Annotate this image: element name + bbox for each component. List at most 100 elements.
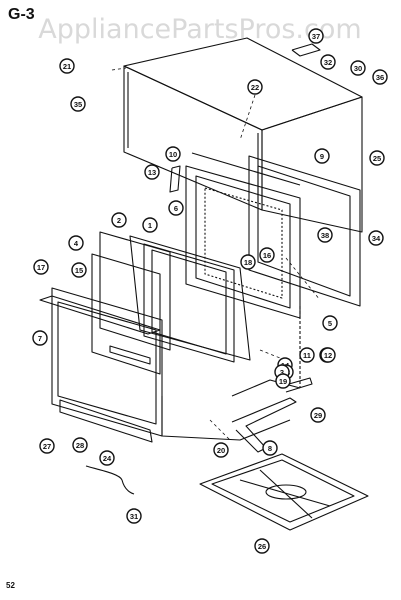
- callout-circle: [142, 217, 158, 233]
- callouts-layer: 2135223230363710913256214151718163834523…: [32, 28, 388, 554]
- callout-10: 10: [165, 146, 181, 162]
- callout-13: 13: [144, 164, 160, 180]
- callout-1: 1: [142, 217, 158, 233]
- callout-number: 31: [130, 512, 138, 521]
- door-panels-drawing: [91, 231, 251, 375]
- callout-21: 21: [59, 58, 75, 74]
- callout-circle: [317, 227, 333, 243]
- callout-number: 6: [174, 204, 178, 213]
- callout-30: 30: [350, 60, 366, 76]
- callout-number: 10: [169, 150, 177, 159]
- callout-circle: [350, 60, 366, 76]
- wire-harness-drawing: [85, 465, 135, 495]
- callout-31: 31: [126, 508, 142, 524]
- callout-circle: [308, 28, 324, 44]
- callout-number: 22: [251, 83, 259, 92]
- callout-number: 18: [244, 258, 252, 267]
- lower-cabinet-drawing: [59, 306, 301, 443]
- callout-number: 11: [303, 351, 311, 360]
- callout-circle: [70, 96, 86, 112]
- callout-circle: [259, 247, 275, 263]
- callout-number: 3: [280, 368, 284, 377]
- callout-number: 37: [312, 32, 320, 41]
- callout-circle: [68, 235, 84, 251]
- callout-circle: [32, 330, 48, 346]
- callout-circle: [372, 69, 388, 85]
- callout-circle: [39, 438, 55, 454]
- cabinet-wrapper-drawing: [123, 37, 363, 233]
- callout-8: 8: [262, 440, 278, 456]
- callout-circle: [168, 200, 184, 216]
- callout-number: 9: [320, 152, 324, 161]
- callout-5: 5: [322, 315, 338, 331]
- inner-glass-frame-drawing: [169, 152, 301, 319]
- callout-circle: [71, 262, 87, 278]
- callout-circle: [314, 148, 330, 164]
- callout-circle: [254, 538, 270, 554]
- callout-number: 28: [76, 441, 84, 450]
- dashed-leaders: [111, 67, 321, 441]
- callout-number: 38: [321, 231, 329, 240]
- callout-circle: [240, 254, 256, 270]
- callout-circle: [368, 230, 384, 246]
- callout-2: 2: [111, 212, 127, 228]
- callout-4: 4: [68, 235, 84, 251]
- callout-number: 34: [372, 234, 381, 243]
- callout-20: 20: [213, 442, 229, 458]
- callout-29: 29: [310, 407, 326, 423]
- callout-35: 35: [70, 96, 86, 112]
- callout-number: 30: [354, 64, 362, 73]
- callout-number: 1: [148, 221, 152, 230]
- callout-27: 27: [39, 438, 55, 454]
- callout-circle: [144, 164, 160, 180]
- watermark-text: AppliancePartsPros.com: [38, 14, 361, 45]
- callout-number: 5: [328, 319, 332, 328]
- callout-24: 24: [99, 450, 115, 466]
- callout-circle: [369, 150, 385, 166]
- callout-circle: [165, 146, 181, 162]
- callout-circle: [310, 407, 326, 423]
- callout-circle: [99, 450, 115, 466]
- callout-number: 4: [74, 239, 79, 248]
- callout-19: 19: [275, 373, 291, 389]
- door-frame-drawing: [248, 155, 361, 307]
- callout-circle: [72, 437, 88, 453]
- callout-circle: [299, 347, 315, 363]
- callout-circle: [213, 442, 229, 458]
- callout-32: 32: [320, 54, 336, 70]
- broiler-pan-drawing: [199, 453, 369, 531]
- callout-6: 6: [168, 200, 184, 216]
- callout-17: 17: [33, 259, 49, 275]
- callout-circle: [322, 315, 338, 331]
- callout-number: 26: [258, 542, 266, 551]
- callout-circle: [262, 440, 278, 456]
- callout-number: 19: [279, 377, 287, 386]
- callout-28: 28: [72, 437, 88, 453]
- callout-38: 38: [317, 227, 333, 243]
- callout-37: 37: [308, 28, 324, 44]
- callout-number: 12: [324, 351, 332, 360]
- callout-number: 17: [37, 263, 45, 272]
- callout-number: 8: [268, 444, 272, 453]
- callout-9: 9: [314, 148, 330, 164]
- section-label: G-3: [8, 6, 35, 23]
- callout-number: 27: [43, 442, 51, 451]
- callout-number: 35: [74, 100, 82, 109]
- callout-number: 2: [117, 216, 121, 225]
- callout-36: 36: [372, 69, 388, 85]
- callout-circle: [275, 373, 291, 389]
- callout-circle: [111, 212, 127, 228]
- callout-7: 7: [32, 330, 48, 346]
- callout-12: 12: [320, 347, 336, 363]
- callout-number: 15: [75, 266, 83, 275]
- callout-15: 15: [71, 262, 87, 278]
- callout-circle: [59, 58, 75, 74]
- callout-34: 34: [368, 230, 384, 246]
- callout-circle: [320, 347, 336, 363]
- callout-number: 20: [217, 446, 225, 455]
- callout-18: 18: [240, 254, 256, 270]
- callout-number: 29: [314, 411, 322, 420]
- page-number: 52: [6, 581, 15, 590]
- callout-number: 13: [148, 168, 156, 177]
